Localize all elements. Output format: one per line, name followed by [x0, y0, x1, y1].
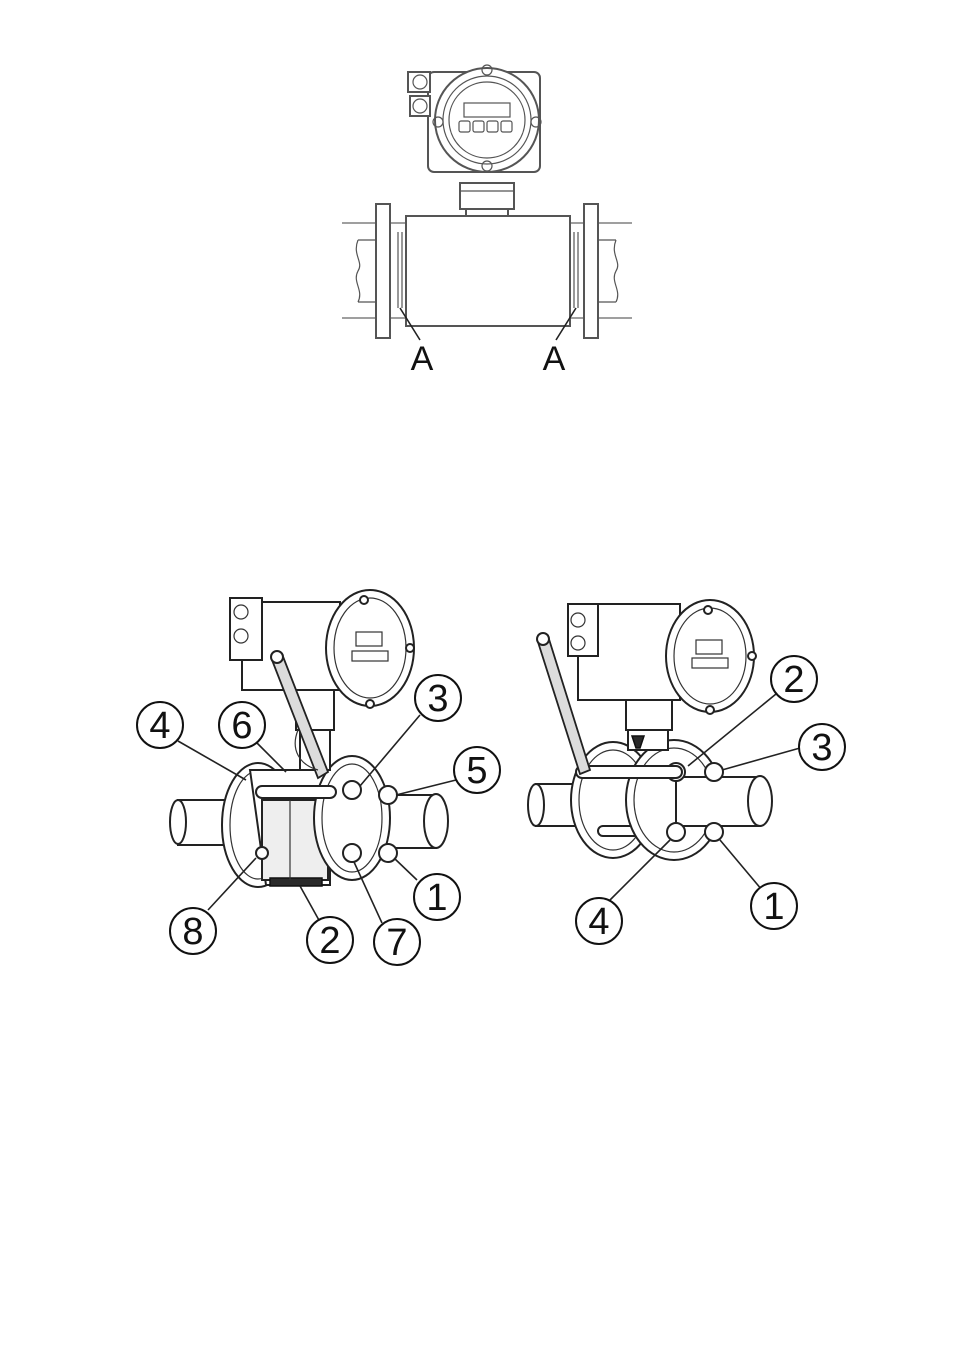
callout-left-8: 8 — [169, 907, 217, 955]
callout-right-1-label: 1 — [763, 886, 784, 928]
callout-left-8-label: 8 — [182, 911, 203, 953]
callout-left-6: 6 — [218, 701, 266, 749]
callout-left-5-label: 5 — [466, 750, 487, 792]
callout-left-6-label: 6 — [231, 705, 252, 747]
callout-left-3: 3 — [414, 674, 462, 722]
gasket-label-left: A — [411, 340, 434, 378]
flowmeter-install-right — [527, 599, 773, 861]
callout-left-2: 2 — [306, 916, 354, 964]
callout-left-1: 1 — [413, 873, 461, 921]
callout-left-4: 4 — [136, 701, 184, 749]
callout-right-2: 2 — [770, 655, 818, 703]
transmitter-housing — [407, 64, 542, 224]
callout-right-2-label: 2 — [783, 659, 804, 701]
callout-right-3-label: 3 — [811, 727, 832, 769]
flowmeter-side-view — [342, 64, 632, 341]
callout-left-5: 5 — [453, 746, 501, 794]
callout-left-2-label: 2 — [319, 920, 340, 962]
callout-right-4-label: 4 — [588, 901, 609, 943]
callout-left-7: 7 — [373, 918, 421, 966]
callout-right-4: 4 — [575, 897, 623, 945]
callout-right-3: 3 — [798, 723, 846, 771]
callout-right-1: 1 — [750, 882, 798, 930]
gasket-label-right: A — [543, 340, 566, 378]
flowmeter-install-left — [169, 589, 449, 888]
callout-left-1-label: 1 — [426, 877, 447, 919]
callout-left-3-label: 3 — [427, 678, 448, 720]
callout-left-4-label: 4 — [149, 705, 170, 747]
callout-left-7-label: 7 — [386, 922, 407, 964]
